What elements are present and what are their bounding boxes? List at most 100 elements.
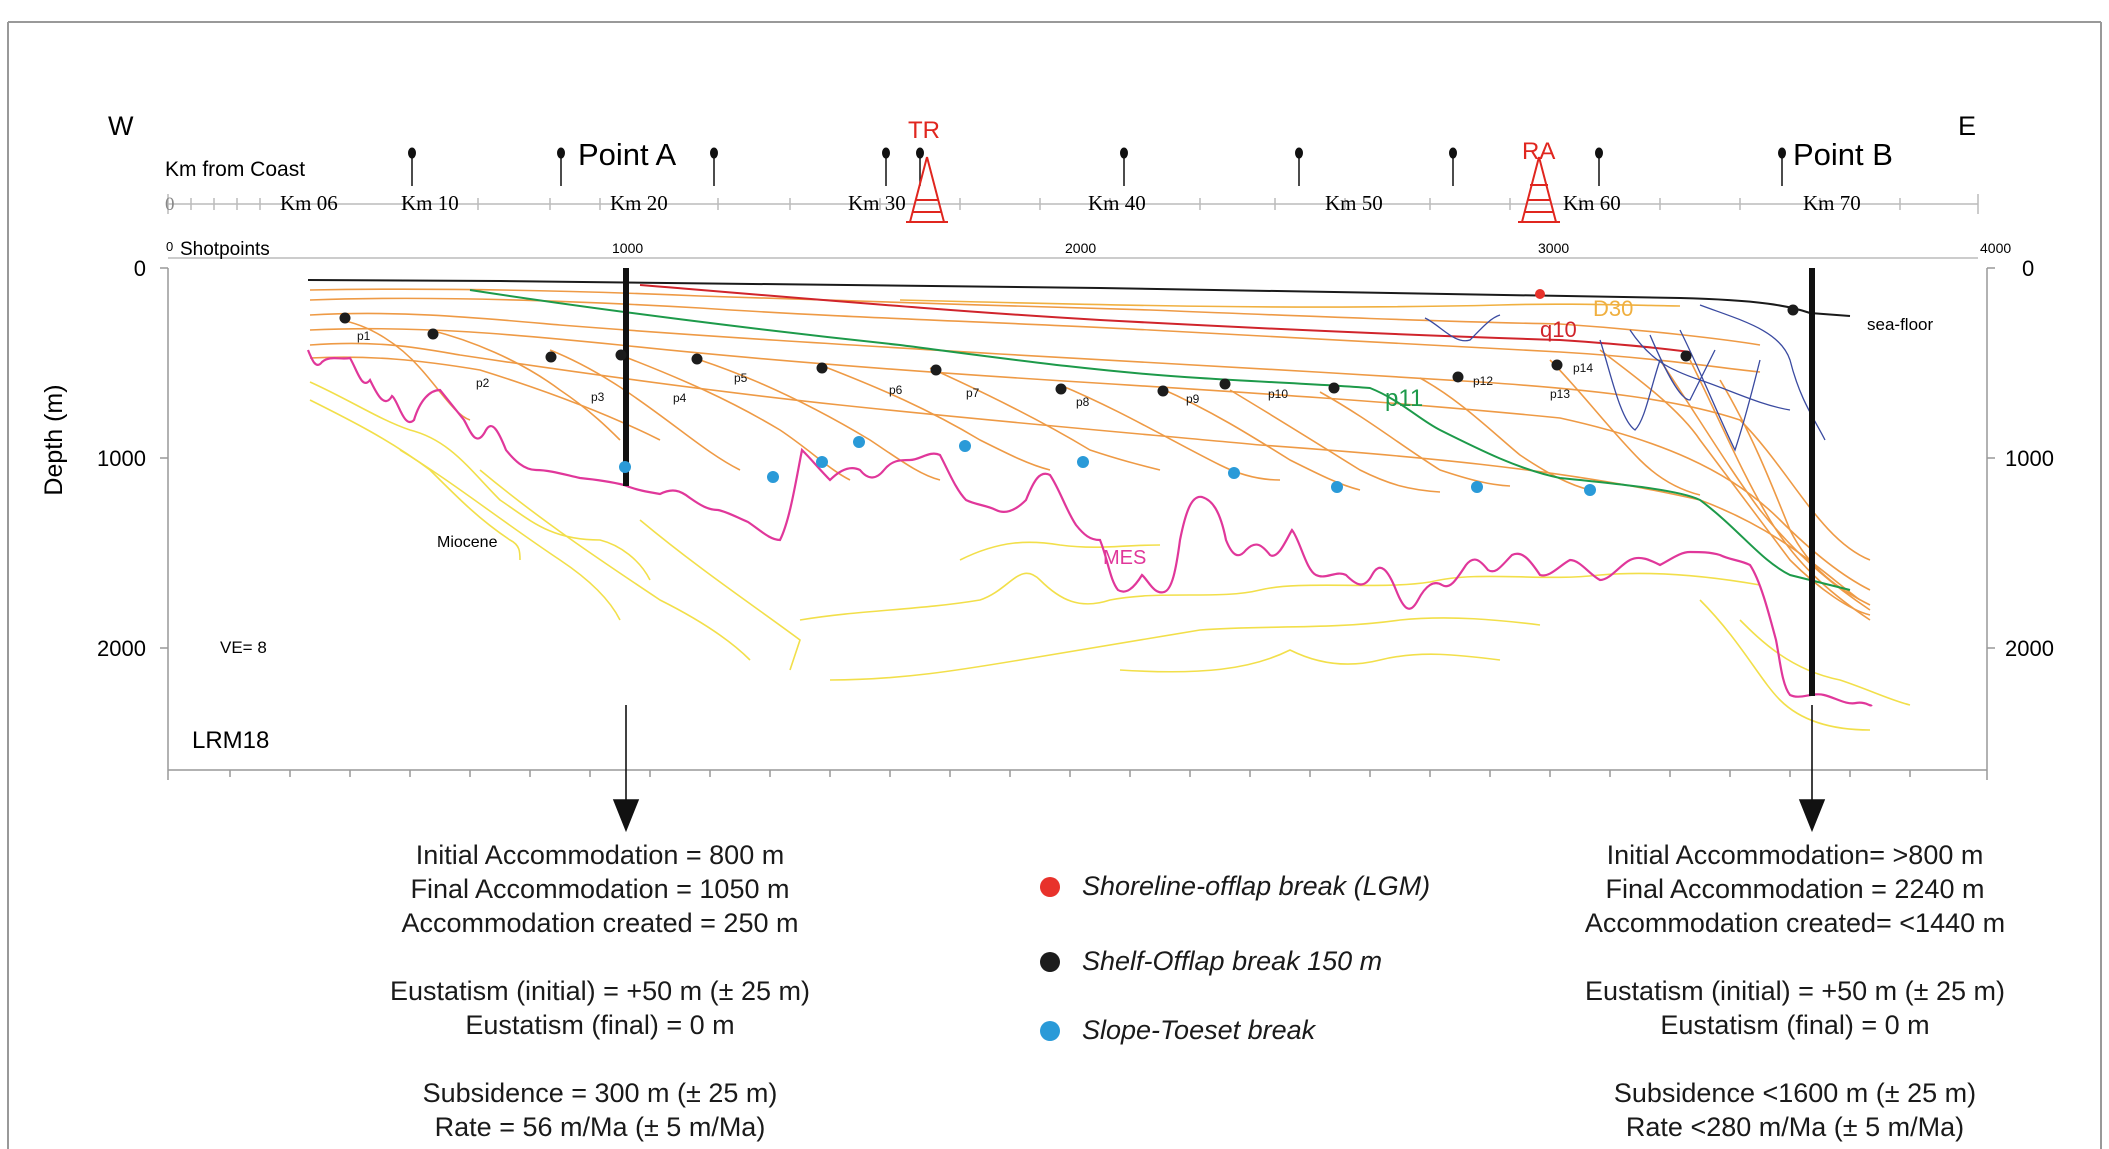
point-a-accommodation-created: Accommodation created = 250 m (401, 908, 799, 938)
q10-label: q10 (1540, 317, 1577, 342)
point-b-eustatism-initial: Eustatism (initial) = +50 m (± 25 m) (1585, 976, 2005, 1006)
km-axis-title: Km from Coast (165, 158, 305, 181)
parasequence-label-p1: p1 (357, 329, 371, 343)
sea-floor-label: sea-floor (1867, 315, 1933, 334)
slope-toeset-break-1 (619, 461, 631, 473)
depth-axis-label: Depth (m) (40, 384, 68, 495)
p11-label: p11 (1385, 385, 1423, 412)
slope-toeset-break-9 (1471, 481, 1483, 493)
shelf-offlap-break-10 (1219, 378, 1231, 390)
km-pin-markers (408, 147, 1786, 186)
parasequence-label-p12: p12 (1473, 374, 1493, 388)
d30-label: D30 (1593, 296, 1633, 321)
parasequence-label-p6: p6 (889, 383, 903, 397)
km-tick-40: Km 40 (1088, 191, 1146, 215)
point-b-rate: Rate <280 m/Ma (± 5 m/Ma) (1625, 1112, 1965, 1142)
depth-tick-0-right: 0 (2022, 256, 2034, 281)
slope-toeset-break-2 (767, 471, 779, 483)
shelf-offlap-break-5 (691, 353, 703, 365)
point-b-label: Point B (1793, 137, 1893, 172)
point-a-final-accommodation: Final Accommodation = 1050 m (410, 874, 790, 904)
ve-label: VE= 8 (220, 638, 267, 657)
point-b-info: Initial Accommodation= >800 m Final Acco… (1525, 838, 2065, 1144)
legend-blue-dot (1040, 1020, 1060, 1041)
point-b-control-line (1809, 268, 1815, 696)
depth-tick-1000-right: 1000 (2005, 446, 2054, 471)
parasequence-label-p14: p14 (1573, 361, 1593, 375)
well-ra-label: RA (1522, 138, 1555, 165)
shelf-offlap-break-2 (427, 328, 439, 340)
point-a-label: Point A (578, 137, 677, 172)
point-a-eustatism-initial: Eustatism (initial) = +50 m (± 25 m) (390, 976, 810, 1006)
shelf-offlap-break-12 (1452, 371, 1464, 383)
shotpoint-tick-0: 0 (166, 239, 173, 254)
legend-item-shelf: Shelf-Offlap break 150 m (1040, 946, 1382, 977)
west-label: W (108, 111, 134, 141)
legend-label-shoreline: Shoreline-offlap break (LGM) (1082, 871, 1431, 901)
shoreline-offlap-break-marker (1535, 289, 1545, 299)
parasequence-label-p7: p7 (966, 386, 980, 400)
parasequence-label-p5: p5 (734, 371, 748, 385)
point-a-rate: Rate = 56 m/Ma (± 5 m/Ma) (434, 1112, 766, 1142)
shelf-offlap-break-6 (816, 362, 828, 374)
depth-tick-2000-left: 2000 (97, 636, 146, 661)
parasequence-label-p10: p10 (1268, 387, 1288, 401)
shelf-offlap-break-8 (1055, 383, 1067, 395)
shotpoint-axis: 0 Shotpoints 1000 2000 3000 4000 (166, 239, 2011, 260)
slope-toeset-break-8 (1331, 481, 1343, 493)
mes-label: MES (1103, 547, 1146, 569)
shelf-offlap-break-14 (1680, 350, 1692, 362)
km-tick-50: Km 50 (1325, 191, 1383, 215)
section-frame (160, 267, 1995, 780)
legend-label-slope: Slope-Toeset break (1082, 1015, 1316, 1045)
km-tick-10: Km 10 (401, 191, 459, 215)
well-tr-label: TR (908, 117, 940, 144)
mes-horizon (306, 349, 1873, 707)
yellow-reflectors (309, 381, 1911, 731)
shotpoint-tick-3000: 3000 (1538, 240, 1569, 256)
d30-horizon (899, 299, 1681, 308)
point-b-arrow (1798, 705, 1826, 833)
slope-toeset-break-5 (959, 440, 971, 452)
km-axis: 0 Km 06 Km 10 Km 20 Km 30 Km 40 Km 50 Km… (165, 191, 1979, 215)
parasequence-labels: p1 p2 p3 p4 p5 p6 p7 p8 p9 p10 p12 p13 p… (357, 329, 1593, 409)
legend-black-dot (1040, 951, 1060, 972)
slope-toeset-break-markers (619, 436, 1596, 496)
legend-item-slope: Slope-Toeset break (1040, 1015, 1315, 1046)
point-a-subsidence: Subsidence = 300 m (± 25 m) (422, 1078, 778, 1108)
shelf-offlap-break-11 (1328, 382, 1340, 394)
shelf-offlap-break-1 (339, 312, 351, 324)
p11-horizon (469, 289, 1851, 591)
legend-red-dot (1040, 876, 1060, 897)
km-tick-30: Km 30 (848, 191, 906, 215)
shotpoint-tick-1000: 1000 (612, 240, 643, 256)
well-tr-icon (906, 156, 948, 223)
sea-floor-line (307, 279, 1851, 317)
slope-toeset-break-6 (1077, 456, 1089, 468)
point-a-control-line (623, 268, 629, 486)
km-tick-06: Km 06 (280, 191, 338, 215)
point-b-final-accommodation: Final Accommodation = 2240 m (1605, 874, 1985, 904)
east-label: E (1958, 111, 1976, 141)
shelf-offlap-break-7 (930, 364, 942, 376)
parasequence-label-p3: p3 (591, 390, 605, 404)
parasequence-label-p9: p9 (1186, 392, 1200, 406)
shotpoints-title: Shotpoints (180, 239, 270, 260)
legend-label-shelf: Shelf-Offlap break 150 m (1082, 946, 1383, 976)
well-ra-icon (1518, 156, 1560, 223)
slope-toeset-break-7 (1228, 467, 1240, 479)
parasequence-label-p2: p2 (476, 376, 490, 390)
shelf-offlap-break-15 (1787, 304, 1799, 316)
km-tick-60: Km 60 (1563, 191, 1621, 215)
point-a-arrow (612, 705, 640, 833)
slope-toeset-break-4 (853, 436, 865, 448)
point-b-accommodation-created: Accommodation created= <1440 m (1584, 908, 2006, 938)
km-tick-0: 0 (165, 194, 175, 215)
depth-tick-2000-right: 2000 (2005, 636, 2054, 661)
shotpoint-tick-4000: 4000 (1980, 240, 2011, 256)
slope-toeset-break-3 (816, 456, 828, 468)
shelf-offlap-break-9 (1157, 385, 1169, 397)
shotpoint-tick-2000: 2000 (1065, 240, 1096, 256)
km-tick-20: Km 20 (610, 191, 668, 215)
